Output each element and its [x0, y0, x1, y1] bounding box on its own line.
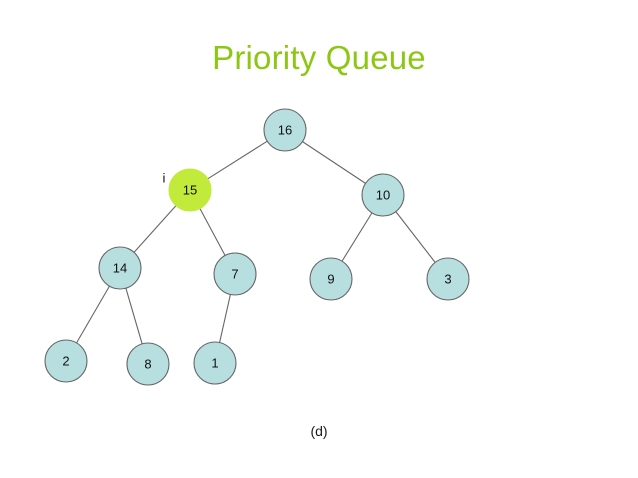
tree-edge — [395, 211, 436, 263]
tree-node-circle — [361, 173, 405, 217]
tree-node-circle — [168, 168, 212, 212]
tree-edge — [76, 285, 110, 344]
tree-edge — [302, 141, 366, 184]
tree-node[interactable]: 10 — [361, 173, 405, 217]
tree-edge — [133, 205, 177, 253]
edge-layer — [76, 140, 436, 344]
tree-node-value: 3 — [444, 271, 451, 286]
tree-node[interactable]: 3 — [426, 257, 470, 301]
tree-node-value: 16 — [278, 122, 292, 137]
index-marker-layer: i — [163, 170, 166, 185]
tree-node-value: 1 — [211, 355, 218, 370]
tree-node-circle — [263, 108, 307, 152]
tree-node[interactable]: 7 — [213, 252, 257, 296]
tree-node-value: 14 — [113, 260, 127, 275]
tree-node[interactable]: 8 — [126, 342, 170, 386]
tree-node[interactable]: 16 — [263, 108, 307, 152]
figure-caption: (d) — [310, 423, 328, 439]
tree-node-circle — [126, 342, 170, 386]
tree-edge — [125, 288, 143, 344]
tree-node[interactable]: 9 — [309, 257, 353, 301]
tree-node-circle — [309, 257, 353, 301]
tree-node[interactable]: 14 — [98, 246, 142, 290]
tree-edge — [207, 140, 268, 180]
tree-edge — [199, 208, 226, 256]
tree-node[interactable]: 2 — [44, 339, 88, 383]
tree-node-value: 2 — [62, 353, 69, 368]
tree-node-circle — [98, 246, 142, 290]
node-layer: 16 15 10 14 7 9 3 2 8 1 — [44, 108, 470, 386]
tree-node-circle — [193, 341, 237, 385]
tree-node-value: 7 — [231, 266, 238, 281]
page-title: Priority Queue — [212, 39, 426, 76]
tree-node-value: 9 — [327, 271, 334, 286]
tree-node-circle — [426, 257, 470, 301]
tree-node-value: 8 — [144, 356, 151, 371]
index-marker-label: i — [163, 170, 166, 185]
tree-node-circle — [213, 252, 257, 296]
tree-node-value: 15 — [183, 182, 197, 197]
tree-edge — [341, 212, 373, 262]
tree-node-circle — [44, 339, 88, 383]
tree-node[interactable]: 15 — [168, 168, 212, 212]
tree-edge — [219, 294, 231, 343]
tree-node-value: 10 — [376, 187, 390, 202]
tree-node[interactable]: 1 — [193, 341, 237, 385]
